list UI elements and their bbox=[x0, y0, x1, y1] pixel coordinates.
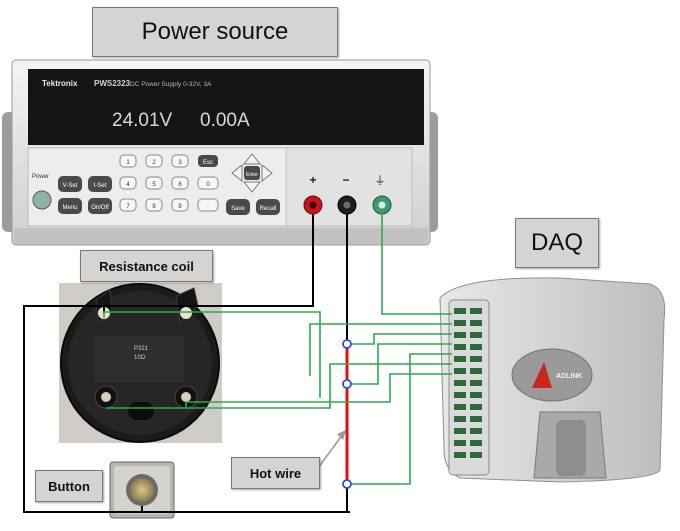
key-7[interactable] bbox=[119, 198, 137, 212]
key-8-label: 8 bbox=[152, 204, 156, 210]
arrow-head-icon bbox=[337, 430, 346, 440]
daq-label: DAQ bbox=[515, 218, 599, 268]
recall-label: Recall bbox=[260, 206, 277, 212]
hot-wire-label: Hot wire bbox=[231, 457, 320, 489]
key-1-label: 1 bbox=[126, 160, 130, 166]
junction-node bbox=[342, 339, 352, 349]
iset-button[interactable] bbox=[88, 176, 112, 192]
hot-wire-pointer bbox=[317, 430, 346, 469]
iset-label: I-Set bbox=[94, 183, 107, 189]
resistance-coil: P321 10Ω bbox=[59, 283, 222, 443]
junction-node bbox=[342, 479, 352, 489]
enter-label: Enter bbox=[246, 172, 258, 178]
push-button bbox=[109, 461, 175, 519]
terminal-plus-label: + bbox=[309, 173, 316, 187]
key-0[interactable] bbox=[197, 176, 219, 190]
key-2-label: 2 bbox=[152, 160, 156, 166]
key-9-label: 9 bbox=[178, 204, 182, 210]
enter-button[interactable] bbox=[244, 166, 260, 180]
daq-device: ADLINK bbox=[439, 277, 666, 483]
key-2[interactable] bbox=[145, 154, 163, 168]
function-keys: V-Set I-Set Menu On/Off bbox=[58, 176, 112, 214]
key-7-label: 7 bbox=[126, 204, 130, 210]
key-3[interactable] bbox=[171, 154, 189, 168]
model-desc: DC Power Supply 0-32V, 3A bbox=[130, 81, 212, 88]
menu-label: Menu bbox=[62, 205, 77, 211]
coil-value: 10Ω bbox=[134, 355, 146, 361]
key-6[interactable] bbox=[171, 176, 189, 190]
black-wire-positive bbox=[23, 214, 350, 513]
voltage-reading: 24.01V bbox=[112, 110, 173, 131]
arrow-pad: Enter bbox=[231, 153, 273, 193]
power-supply: Tektronix PWS2323 DC Power Supply 0-32V,… bbox=[2, 59, 438, 246]
terminal-ground-label: ⏚ bbox=[375, 174, 386, 187]
key-1[interactable] bbox=[119, 154, 137, 168]
arrow-up-icon[interactable] bbox=[242, 153, 262, 165]
esc-key-label: Esc bbox=[203, 160, 213, 166]
arrow-right-icon[interactable] bbox=[261, 163, 273, 183]
button-label: Button bbox=[35, 470, 103, 502]
resistance-coil-label: Resistance coil bbox=[80, 250, 213, 282]
save-label: Save bbox=[231, 206, 245, 212]
junction-node bbox=[342, 379, 352, 389]
key-6-label: 6 bbox=[178, 182, 182, 188]
vset-button[interactable] bbox=[58, 176, 82, 192]
model-label: PWS2323 bbox=[94, 79, 131, 88]
arrow-down-icon[interactable] bbox=[242, 181, 262, 193]
menu-button[interactable] bbox=[58, 198, 82, 214]
key-9[interactable] bbox=[171, 198, 189, 212]
daq-brand: ADLINK bbox=[556, 373, 582, 380]
key-dot[interactable] bbox=[197, 198, 219, 212]
key-0-label: 0 bbox=[206, 182, 210, 188]
key-8[interactable] bbox=[145, 198, 163, 212]
numeric-keypad: 1 2 3 Esc 4 5 6 0 7 8 9 . bbox=[119, 154, 219, 212]
onoff-button[interactable] bbox=[88, 198, 112, 214]
key-5-label: 5 bbox=[152, 182, 156, 188]
save-button[interactable] bbox=[226, 199, 250, 215]
daq-terminal-block bbox=[454, 308, 482, 458]
key-dot-label: . bbox=[207, 204, 209, 210]
power-label: Power bbox=[32, 174, 49, 180]
display-panel bbox=[28, 69, 424, 145]
arrow-left-icon[interactable] bbox=[231, 163, 243, 183]
wires bbox=[23, 214, 452, 513]
recall-button[interactable] bbox=[256, 199, 280, 215]
brand-label: Tektronix bbox=[42, 79, 78, 88]
coil-part: P321 bbox=[134, 346, 149, 352]
green-signal-wires bbox=[103, 214, 452, 485]
key-5[interactable] bbox=[145, 176, 163, 190]
power-button[interactable] bbox=[32, 190, 52, 210]
key-4[interactable] bbox=[119, 176, 137, 190]
vset-label: V-Set bbox=[63, 183, 78, 189]
key-4-label: 4 bbox=[126, 182, 130, 188]
onoff-label: On/Off bbox=[91, 205, 109, 211]
current-reading: 0.00A bbox=[200, 110, 250, 131]
button-cap[interactable] bbox=[130, 478, 154, 502]
key-3-label: 3 bbox=[178, 160, 182, 166]
terminal-minus-label: − bbox=[342, 173, 349, 187]
esc-key[interactable] bbox=[198, 155, 218, 167]
power-source-label: Power source bbox=[92, 7, 338, 57]
